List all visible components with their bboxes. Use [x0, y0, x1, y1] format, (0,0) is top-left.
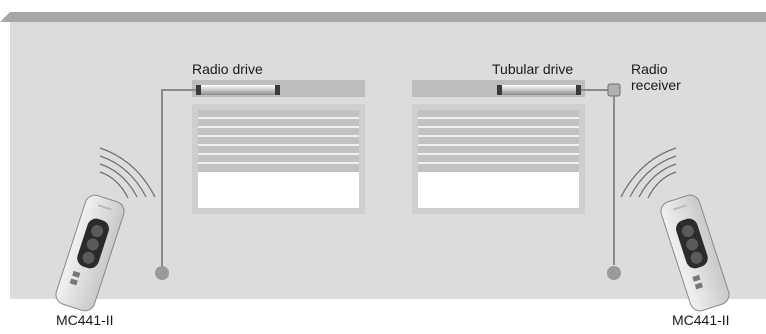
window-left — [192, 104, 365, 214]
shutter-right — [412, 80, 621, 280]
remote-right-label: MC441-II — [672, 312, 730, 328]
antenna-icon — [607, 266, 621, 280]
radio-drive-tube — [196, 85, 278, 95]
remote-control-icon — [660, 194, 730, 312]
antenna-wire-left — [161, 89, 196, 272]
radio-drive-label: Radio drive — [192, 61, 263, 77]
remote-control-right — [620, 147, 730, 312]
tubular-drive-tube — [497, 85, 579, 95]
remote-control-left — [55, 147, 156, 312]
radio-receiver-box — [607, 83, 621, 97]
radio-waves-icon — [99, 147, 156, 199]
antenna-icon — [155, 266, 169, 280]
radio-waves-icon — [620, 147, 677, 199]
remote-control-icon — [55, 194, 125, 312]
shutter-left — [155, 80, 365, 280]
window-right — [412, 104, 585, 214]
remote-left-label: MC441-II — [56, 312, 114, 328]
tubular-drive-label: Tubular drive — [492, 61, 574, 77]
radio-receiver-label-line1: Radio — [631, 61, 668, 77]
wall — [0, 12, 766, 299]
radio-receiver-label-line2: receiver — [631, 77, 681, 93]
